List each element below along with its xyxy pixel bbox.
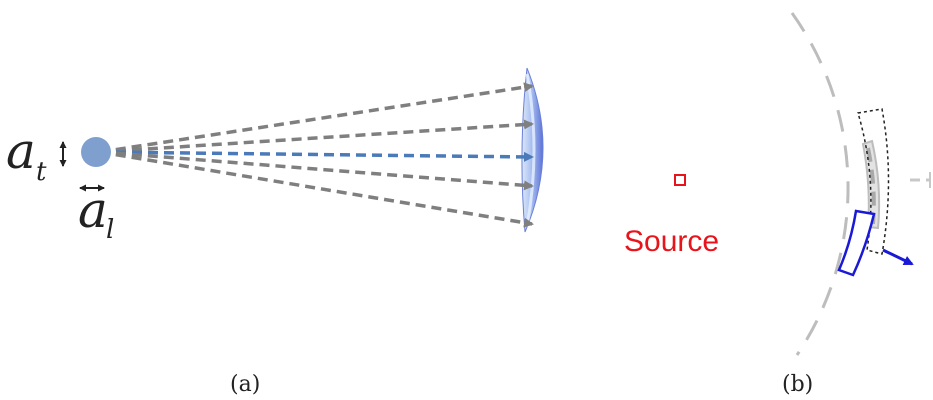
source-marker: [674, 174, 686, 186]
source-label: Source: [624, 225, 719, 258]
panel-a: a t a l (a): [6, 67, 544, 397]
symbol-transverse: a: [6, 122, 36, 180]
panel-b: Source (b): [624, 12, 931, 397]
subscript-longitudinal: l: [106, 215, 114, 245]
blue-element: [837, 209, 876, 277]
outer-arc: [790, 12, 850, 356]
caption-a: (a): [230, 372, 260, 397]
ray-lower: [99, 150, 534, 191]
element-outline: [857, 108, 890, 255]
ray-top: [99, 82, 534, 154]
ray-bottom: [99, 150, 534, 228]
subscript-transverse: t: [36, 157, 47, 187]
caption-b: (b): [782, 372, 813, 397]
ray-center: [99, 150, 534, 162]
rays: [99, 82, 534, 228]
source-dot: [81, 137, 111, 167]
ray-upper: [99, 119, 534, 154]
lens: [521, 67, 544, 233]
symbol-longitudinal: a: [78, 181, 108, 239]
displacement-arrow: [882, 248, 914, 266]
